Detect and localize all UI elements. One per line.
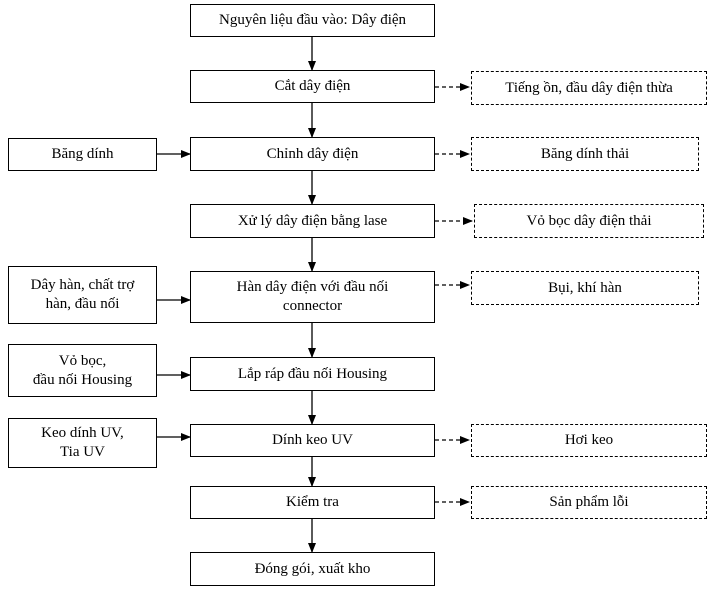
- input-day-han: Dây hàn, chất trợ hàn, đầu nối: [8, 266, 157, 324]
- step-nguyen-lieu-dau-vao: Nguyên liệu đầu vào: Dây điện: [190, 4, 435, 37]
- step-xu-ly-lase: Xử lý dây điện bằng lase: [190, 204, 435, 238]
- step-label: Chỉnh dây điện: [266, 145, 359, 162]
- output-label: Băng dính thải: [540, 145, 630, 162]
- step-label: Nguyên liệu đầu vào: Dây điện: [218, 12, 407, 28]
- step-dong-goi-xuat-kho: Đóng gói, xuất kho: [190, 552, 435, 586]
- step-label: Đóng gói, xuất kho: [254, 560, 371, 577]
- output-label: Vỏ bọc dây điện thải: [526, 212, 652, 229]
- output-tieng-on: Tiếng ồn, đầu dây điện thừa: [471, 71, 707, 105]
- step-label: Cắt dây điện: [274, 78, 351, 94]
- step-label: Xử lý dây điện bằng lase: [237, 212, 388, 229]
- step-cat-day-dien: Cắt dây điện: [190, 70, 435, 103]
- input-label: Băng dính: [51, 146, 114, 162]
- step-han-day-dien: Hàn dây điện với đầu nối connector: [190, 271, 435, 323]
- step-lap-rap-housing: Lắp ráp đầu nối Housing: [190, 357, 435, 391]
- input-label: Dây hàn, chất trợ hàn, đầu nối: [30, 277, 135, 312]
- step-kiem-tra: Kiểm tra: [190, 486, 435, 519]
- step-label: Dính keo UV: [272, 432, 353, 448]
- output-label: Sản phẩm lỗi: [549, 494, 629, 510]
- output-hoi-keo: Hơi keo: [471, 424, 707, 457]
- output-san-pham-loi: Sản phẩm lỗi: [471, 486, 707, 519]
- output-label: Bụi, khí hàn: [548, 279, 622, 296]
- step-label: Kiểm tra: [286, 494, 339, 510]
- output-label: Tiếng ồn, đầu dây điện thừa: [505, 79, 673, 96]
- step-dinh-keo-uv: Dính keo UV: [190, 424, 435, 457]
- output-vo-boc-thai: Vỏ bọc dây điện thải: [474, 204, 704, 238]
- output-bang-dinh-thai: Băng dính thải: [471, 137, 699, 171]
- step-label: Lắp ráp đầu nối Housing: [237, 365, 388, 382]
- input-vo-boc-housing: Vỏ bọc, đầu nối Housing: [8, 344, 157, 397]
- input-label: Vỏ bọc, đầu nối Housing: [32, 352, 133, 388]
- step-label: Hàn dây điện với đầu nối connector: [236, 279, 389, 314]
- output-bui-khi-han: Bụi, khí hàn: [471, 271, 699, 305]
- input-keo-uv: Keo dính UV, Tia UV: [8, 418, 157, 468]
- step-chinh-day-dien: Chỉnh dây điện: [190, 137, 435, 171]
- input-bang-dinh: Băng dính: [8, 138, 157, 171]
- output-label: Hơi keo: [564, 432, 614, 448]
- input-label: Keo dính UV, Tia UV: [41, 425, 124, 460]
